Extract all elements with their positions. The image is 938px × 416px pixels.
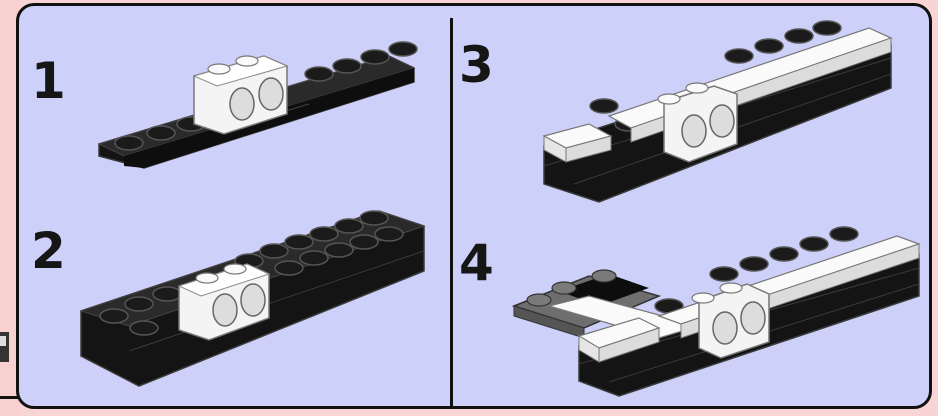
step-4-build-illustration [19,6,929,406]
instruction-panel: 1 2 3 4 [16,3,932,409]
partial-brick-icon [0,326,10,370]
